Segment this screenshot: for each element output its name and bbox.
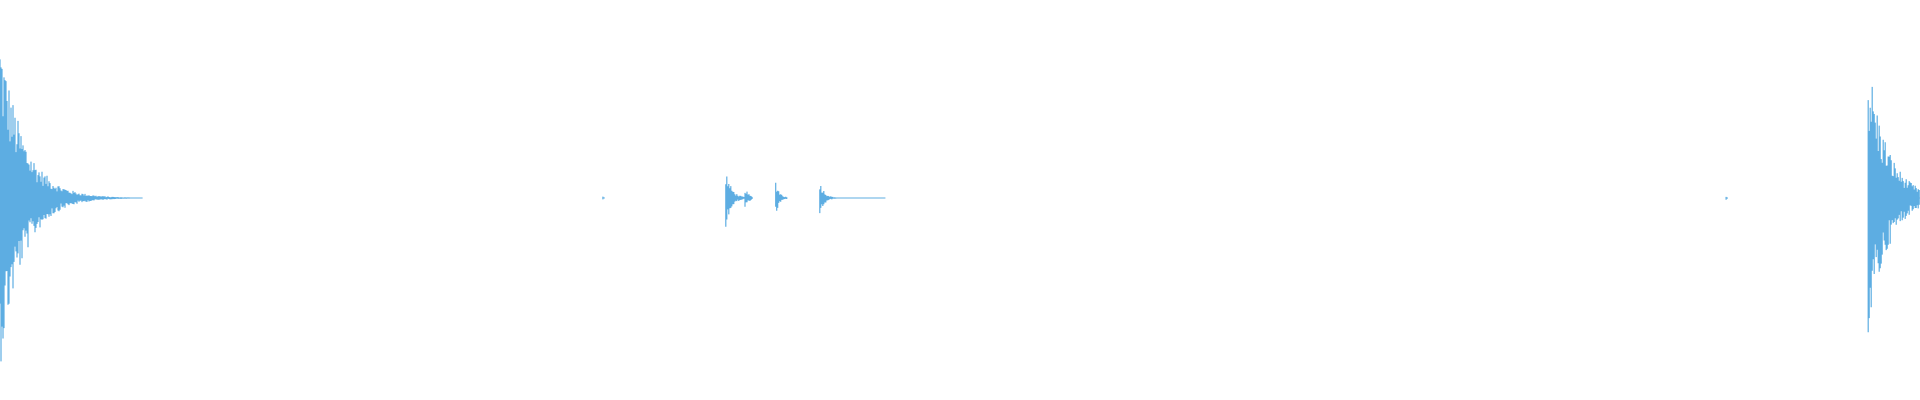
waveform-events (0, 59, 1920, 362)
transient-4 (775, 182, 788, 211)
tick-1-envelope (602, 196, 605, 200)
transient-5 (819, 186, 886, 214)
tick-2 (1725, 196, 1728, 200)
transient-1-envelope (0, 59, 143, 362)
transient-4-envelope (775, 182, 788, 211)
transient-1 (0, 59, 143, 362)
transient-6 (1867, 86, 1920, 333)
transient-2-envelope (725, 176, 748, 227)
transient-3 (744, 191, 753, 207)
tick-1 (602, 196, 605, 200)
transient-5-envelope (819, 186, 886, 214)
transient-6-envelope (1867, 86, 1920, 333)
transient-2 (725, 176, 748, 227)
transient-3-envelope (744, 191, 753, 207)
tick-2-envelope (1725, 196, 1728, 200)
